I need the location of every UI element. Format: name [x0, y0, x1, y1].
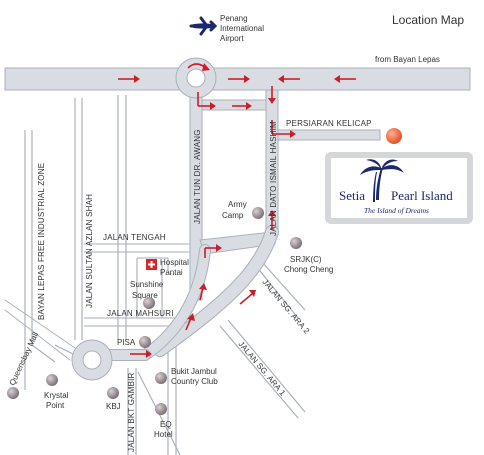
brand-name-left: Setia: [339, 188, 365, 203]
airport-label-line2: International: [220, 24, 264, 33]
arrow-icon: [228, 75, 250, 83]
direction-arrows: [118, 63, 356, 358]
arrow-icon: [187, 63, 210, 71]
sunshine-line1: Sunshine: [130, 280, 164, 289]
from-bayan-lepas-label: from Bayan Lepas: [375, 55, 440, 64]
bukit-jambul-line2: Country Club: [171, 377, 218, 386]
landmark-dot: [155, 372, 167, 384]
sunshine-line2: Square: [132, 291, 158, 300]
minor-roads: [24, 95, 306, 455]
landmark-dot: [290, 237, 302, 249]
pisa-label: PISA: [117, 338, 136, 347]
road-label-jalan-bkt-gambir: JALAN BKT GAMBIR: [127, 372, 136, 452]
hospital-line1: Hospital: [160, 258, 189, 267]
brand-name-right: Pearl Island: [391, 188, 453, 203]
arrow-icon: [130, 350, 152, 358]
road-label-jalan-mahsuri: JALAN MAHSURI: [107, 309, 174, 318]
landmark-dot: [143, 297, 155, 309]
kbj-label: KBJ: [106, 402, 121, 411]
arrow-icon: [204, 244, 222, 258]
krystal-line1: Krystal: [44, 391, 69, 400]
krystal-line2: Point: [46, 401, 65, 410]
road-label-bayan-lepas-fiz: BAYAN LEPAS FREE INDUSTRIAL ZONE: [37, 163, 46, 320]
road-label-jalan-sg-ara-2: JALAN SG. ARA 2: [260, 278, 311, 336]
road-label-jalan-sg-ara-1: JALAN SG. ARA 1: [236, 340, 287, 398]
arrow-icon: [271, 120, 296, 138]
arrow-icon: [278, 75, 300, 83]
road-label-jalan-dato-ismail-hashim: JALAN DATO ISMAIL HASHIM: [269, 121, 278, 236]
arrow-icon: [185, 313, 195, 331]
road-label-jalan-sultan-azlan-shah: JALAN SULTAN AZLAN SHAH: [85, 194, 94, 308]
srjk-line1: SRJK(C): [290, 255, 322, 264]
landmark-dot: [7, 387, 19, 399]
arrow-icon: [199, 283, 207, 301]
landmark-dot: [46, 374, 58, 386]
hospital-line2: Pantai: [160, 268, 183, 277]
arrow-icon: [268, 210, 276, 230]
landmark-dot: [252, 207, 264, 219]
road-label-persiaran-kelicap: PERSIARAN KELICAP: [286, 119, 372, 128]
queensbay-label: Queensbay Mall: [8, 330, 41, 386]
arrow-icon: [268, 86, 276, 104]
airport-label-line3: Airport: [220, 34, 244, 43]
landmark-dot: [139, 336, 151, 348]
diagonal-roads: [4, 225, 279, 361]
srjk-line2: Chong Cheng: [284, 265, 333, 274]
eq-line1: EQ: [160, 420, 172, 429]
army-camp-line2: Camp: [222, 211, 244, 220]
army-camp-line1: Army: [228, 200, 247, 209]
destination-marker[interactable]: [386, 128, 402, 144]
road-label-jalan-tengah: JALAN TENGAH: [103, 233, 166, 242]
airport-label-line1: Penang: [220, 14, 248, 23]
arrow-icon: [232, 102, 252, 110]
brand-tagline: The Island of Dreams: [364, 206, 429, 215]
palm-tree-icon: [360, 159, 404, 202]
landmark-dot: [155, 403, 167, 415]
roundabout-bottom: [71, 339, 113, 381]
bukit-jambul-line1: Bukit Jambul: [171, 367, 217, 376]
arrow-icon: [118, 75, 140, 83]
airplane-icon: [189, 16, 218, 36]
map-title: Location Map: [392, 13, 464, 27]
eq-line2: Hotel: [154, 430, 173, 439]
road-label-jalan-tun-dr-awang: JALAN TUN DR. AWANG: [193, 129, 202, 224]
arrow-icon: [334, 75, 356, 83]
arrow-icon: [197, 92, 216, 110]
arrow-icon: [239, 290, 256, 305]
red-cross-icon: [146, 259, 157, 270]
destination-logo-card[interactable]: Setia Pearl Island The Island of Dreams: [325, 152, 473, 224]
landmark-dot: [107, 387, 119, 399]
